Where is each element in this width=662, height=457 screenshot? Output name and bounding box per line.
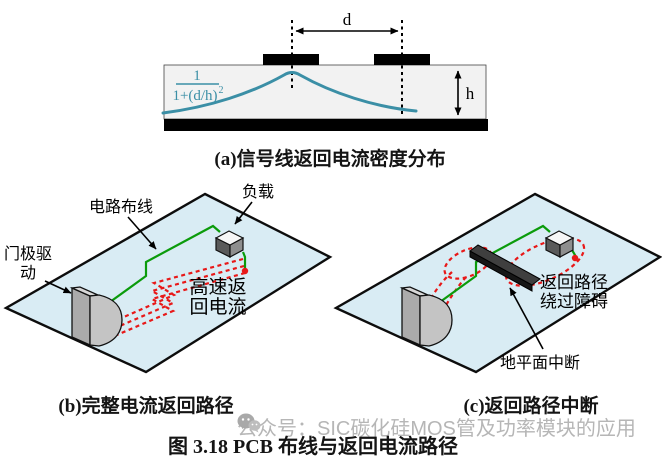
load-label: 负载	[242, 183, 274, 201]
formula-exponent: 2	[219, 85, 224, 96]
plane-cut-label-arrow	[509, 287, 544, 350]
figure-caption: 图 3.18 PCB 布线与返回电流路径	[168, 436, 458, 457]
return-current-label-line1: 高速返	[189, 276, 246, 298]
load-ground-leg-b	[241, 251, 247, 268]
gate-driver-c	[399, 286, 453, 347]
return-current-label-line2: 回电流	[189, 296, 246, 318]
trace-label-arrow	[127, 216, 157, 250]
pcb-plane-b	[3, 192, 333, 374]
dimension-d-label: d	[343, 10, 352, 29]
pcb-plane-c	[333, 192, 662, 374]
detour-label-line1: 返回路径	[540, 273, 608, 292]
watermark-text: 公众号：SIC碳化硅MOS管及功率模块的应用	[237, 418, 636, 440]
return-current-band-b	[96, 257, 246, 345]
gate-drive-label-line1: 门极驱	[4, 245, 52, 263]
wechat-icon	[237, 413, 261, 433]
panel-b-complete-path: 电路布线 负载 门极驱 动 高速返 回电流	[3, 183, 333, 374]
watermark: 公众号：SIC碳化硅MOS管及功率模块的应用	[237, 412, 636, 441]
detour-label-line2: 绕过障碍	[540, 292, 608, 311]
ground-plane-bar	[164, 119, 488, 131]
panel-c-interrupted-path: 返回路径 绕过障碍 地平面中断	[333, 192, 662, 374]
dielectric-layer	[163, 64, 487, 120]
load-box-b	[214, 230, 245, 259]
gate-drive-label-line2: 动	[20, 264, 36, 282]
gate-drive-label-arrow	[44, 280, 72, 294]
trace-label: 电路布线	[89, 198, 153, 216]
formula-denominator: 1+(d/h)	[172, 88, 217, 104]
ground-plane-slot	[469, 244, 541, 292]
gate-driver-b	[69, 286, 123, 347]
caption-panel-a: (a)信号线返回电流密度分布	[214, 149, 446, 170]
load-label-arrow	[234, 201, 253, 225]
plane-cut-label: 地平面中断	[500, 354, 580, 372]
caption-panel-b: (b)完整电流返回路径	[58, 396, 234, 417]
ground-via-c	[571, 254, 579, 262]
signal-trace-route-b	[109, 224, 221, 303]
density-formula: 1 1+(d/h) 2	[172, 68, 223, 104]
current-density-curve	[161, 71, 418, 115]
ground-via-b	[241, 267, 249, 275]
load-box-c	[544, 230, 575, 259]
panel-a-cross-section: d h 1 1+(d/h) 2	[161, 10, 488, 131]
dimension-h-label: h	[466, 84, 475, 103]
caption-panel-c: (c)返回路径中断	[463, 396, 599, 417]
signal-trace-route-c	[439, 224, 551, 303]
formula-numerator: 1	[193, 68, 201, 84]
